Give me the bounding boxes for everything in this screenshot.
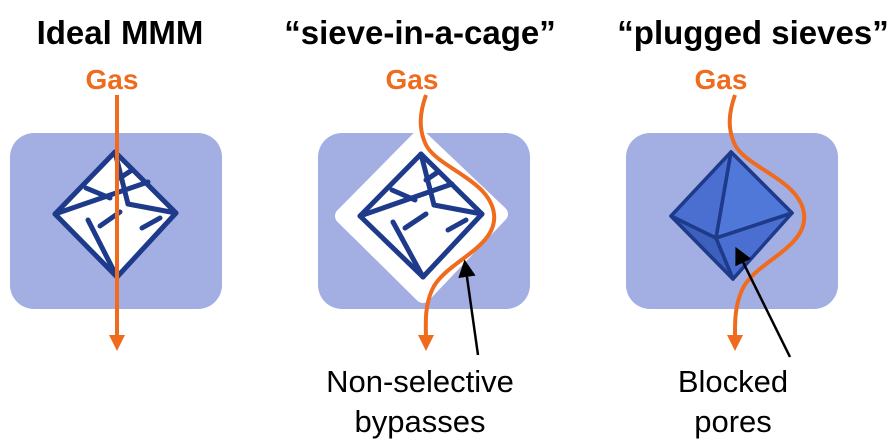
panel-sieve-in-a-cage: “sieve-in-a-cage” Gas Non-selective bypa… bbox=[284, 14, 555, 439]
panel-title: “sieve-in-a-cage” bbox=[284, 14, 555, 51]
gas-label: Gas bbox=[695, 64, 748, 95]
annotation-line-1: Blocked bbox=[678, 364, 788, 399]
annotation-line-2: bypasses bbox=[355, 404, 486, 439]
gas-label: Gas bbox=[386, 64, 439, 95]
panel-plugged-sieves: “plugged sieves” Gas Blocked pores bbox=[617, 14, 888, 439]
panel-title: “plugged sieves” bbox=[617, 14, 888, 51]
annotation-line-2: pores bbox=[694, 404, 772, 439]
annotation-line-1: Non-selective bbox=[326, 364, 514, 399]
gas-bypass-arrow bbox=[726, 94, 807, 351]
sieve-crystal bbox=[357, 151, 485, 280]
annotation-pointer bbox=[735, 246, 792, 358]
plugged-sieve-crystal bbox=[669, 150, 794, 281]
panel-title: Ideal MMM bbox=[37, 14, 204, 51]
gas-bypass-arrow bbox=[417, 94, 497, 351]
annotation-pointer bbox=[458, 259, 480, 356]
panel-ideal-mmm: Ideal MMM Gas bbox=[10, 14, 222, 351]
gas-label: Gas bbox=[86, 64, 139, 95]
